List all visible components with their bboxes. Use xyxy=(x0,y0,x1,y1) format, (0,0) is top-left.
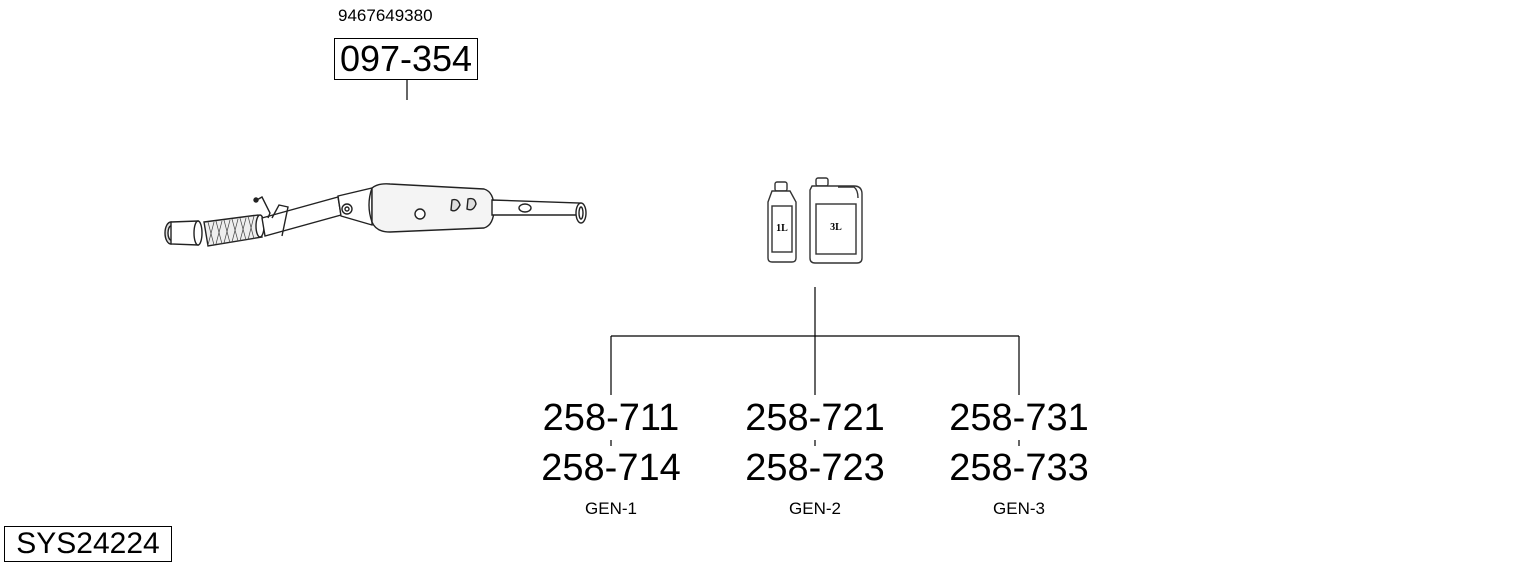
canister-large-label: 3L xyxy=(830,222,842,233)
kit-2-code-primary[interactable]: 258-721 xyxy=(745,397,885,439)
oil-canister-3l-icon xyxy=(809,177,863,264)
kit-2-code-secondary[interactable]: 258-723 xyxy=(745,447,885,489)
kit-3-gen-label: GEN-3 xyxy=(993,499,1045,518)
kit-tree-lines xyxy=(610,287,1020,446)
kit-1-code-primary[interactable]: 258-711 xyxy=(542,397,680,439)
kit-3-code-secondary[interactable]: 258-733 xyxy=(949,447,1089,489)
exhaust-pipe-drawing xyxy=(164,183,587,247)
bottle-small-label: 1L xyxy=(776,223,788,234)
kit-1-code-secondary[interactable]: 258-714 xyxy=(541,447,681,489)
kit-2-gen-label: GEN-2 xyxy=(789,499,841,518)
kit-3-code-primary[interactable]: 258-731 xyxy=(949,397,1089,439)
oem-part-number: 9467649380 xyxy=(338,6,433,25)
oil-bottle-1l-icon xyxy=(767,181,797,263)
system-code-box: SYS24224 xyxy=(4,526,172,562)
kit-1-gen-label: GEN-1 xyxy=(585,499,637,518)
part-code-box[interactable]: 097-354 xyxy=(334,38,478,80)
